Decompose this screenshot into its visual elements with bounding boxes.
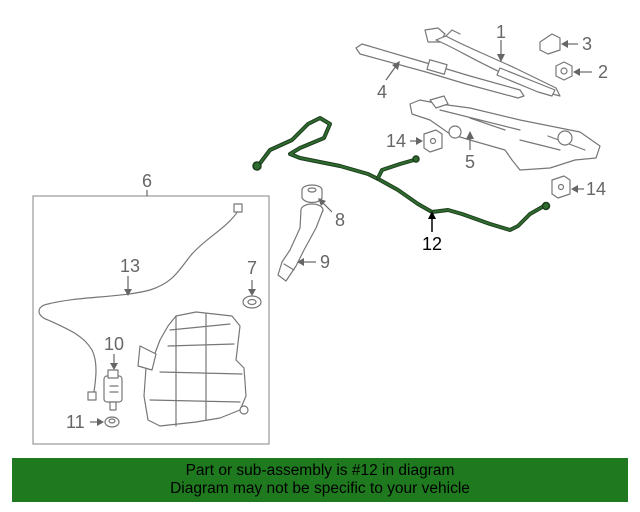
callout-4: 4 [377,82,387,102]
leader-lines [90,40,592,426]
wiper-arm-part [424,27,561,97]
callout-14-right: 14 [586,179,606,199]
bracket-clip-part-right [551,175,571,199]
callout-12: 12 [422,234,442,254]
seal-part [242,295,262,309]
callout-3: 3 [582,34,592,54]
reservoir-hose-part [38,203,243,401]
callout-13: 13 [120,256,140,276]
banner-line-2: Diagram may not be specific to your vehi… [170,480,470,497]
wiper-linkage-part [409,95,601,171]
callout-6: 6 [142,171,152,191]
callout-2: 2 [598,62,608,82]
washer-reservoir-part [137,311,249,427]
callout-9: 9 [320,252,330,272]
pump-grommet-part [104,416,120,428]
callout-8: 8 [335,210,345,230]
washer-pump-part [103,369,123,411]
banner-line-1: Part or sub-assembly is #12 in diagram [185,462,455,479]
part-info-banner: Part or sub-assembly is #12 in diagram D… [12,458,628,502]
washer-hose-part [252,116,551,232]
callout-10: 10 [104,334,124,354]
callout-11: 11 [66,412,85,432]
callout-5: 5 [465,152,475,172]
grommet-part [301,184,323,204]
callout-14-left: 14 [386,131,406,151]
clip-part [539,33,561,55]
parts-diagram: 1 2 3 4 5 6 7 8 9 10 11 12 13 14 14 [32,22,608,445]
callout-1: 1 [496,22,506,42]
reservoir-assembly-box [32,195,270,445]
filler-neck-part [277,203,324,282]
callout-7: 7 [247,258,257,278]
nut-part [555,61,573,81]
wiper-blade-part [355,43,525,99]
bracket-clip-part-left [423,129,443,153]
